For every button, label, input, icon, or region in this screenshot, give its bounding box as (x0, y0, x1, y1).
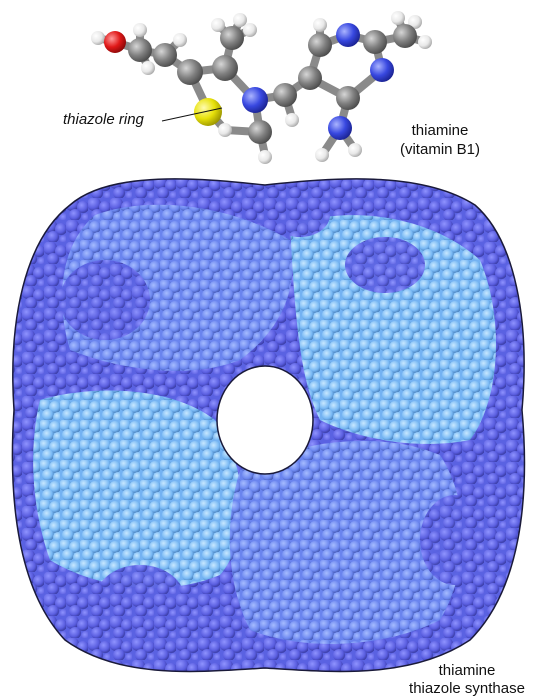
subunit-bottom-left (33, 390, 242, 588)
enzyme-name-line2: thiazole synthase (409, 680, 525, 697)
thiamine-name-line2: (vitamin B1) (399, 141, 481, 158)
atom-spheres (91, 11, 432, 164)
central-pore (216, 365, 314, 475)
protein-dark-patches (60, 193, 490, 635)
thiazole-ring-label: thiazole ring (63, 111, 144, 128)
subunit-top-right (290, 215, 497, 444)
thiazole-pointer-line (161, 107, 223, 122)
subunit-bottom-right (229, 440, 463, 644)
thiamine-name-line1: thiamine (411, 122, 469, 139)
enzyme-name-line1: thiamine (438, 662, 496, 679)
